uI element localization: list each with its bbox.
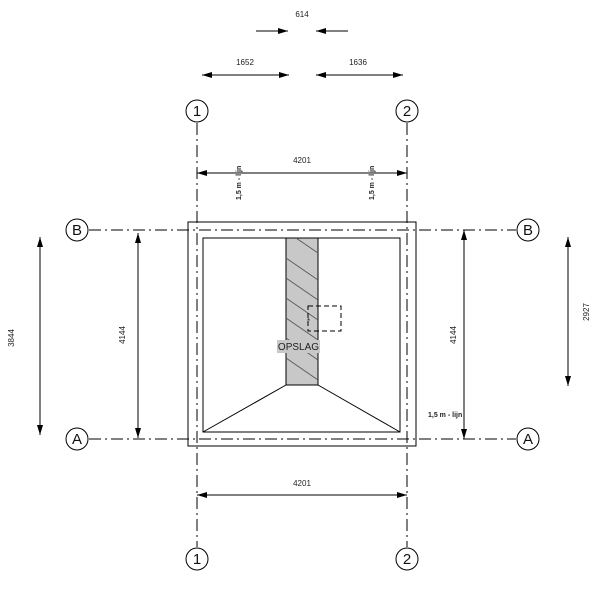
dim-right-inner: 4144 <box>449 230 467 439</box>
line-15m-label-right: 1,5 m - lijn <box>369 166 376 200</box>
line-15m-label-side: 1,5 m - lijn <box>428 412 462 419</box>
storage-label-bg <box>277 340 320 353</box>
svg-text:1652: 1652 <box>236 58 254 67</box>
svg-text:3844: 3844 <box>7 329 16 347</box>
svg-text:B: B <box>523 222 533 239</box>
svg-text:A: A <box>523 431 533 448</box>
svg-text:4144: 4144 <box>118 326 127 344</box>
svg-text:4201: 4201 <box>293 479 311 488</box>
svg-text:2: 2 <box>403 103 411 120</box>
storage-label: OPSLAG <box>278 342 319 353</box>
svg-text:B: B <box>72 222 82 239</box>
grid-bubble-1-bottom: 1 <box>185 547 209 571</box>
dim-top-left: 1652 <box>202 58 289 78</box>
grid-bubble-A-right: A <box>516 427 540 451</box>
dim-left-inner: 4144 <box>118 233 141 438</box>
grid-bubble-B-right: B <box>516 218 540 242</box>
svg-text:2: 2 <box>403 551 411 568</box>
line-15m-label-left: 1,5 m - lijn <box>236 166 243 200</box>
dashed-box <box>307 305 342 332</box>
svg-text:1636: 1636 <box>349 58 367 67</box>
svg-text:4201: 4201 <box>293 156 311 165</box>
dim-right-outer: 2927 <box>565 237 591 386</box>
grid-bubble-1-top: 1 <box>185 99 209 123</box>
outer-wall <box>187 221 417 447</box>
dim-width-top: 4201 <box>197 156 407 176</box>
dim-top-right: 1636 <box>316 58 403 78</box>
svg-text:1: 1 <box>193 103 201 120</box>
grid-bubble-B-left: B <box>65 218 89 242</box>
svg-text:A: A <box>72 431 82 448</box>
roof-lines <box>202 384 401 433</box>
dim-left-outer: 3844 <box>7 237 43 435</box>
marker-asterisk: * <box>307 317 310 326</box>
dim-width-bottom: 4201 <box>197 479 407 498</box>
grid-bubble-2-bottom: 2 <box>395 547 419 571</box>
storage-strip <box>285 237 319 386</box>
grid-bubble-2-top: 2 <box>395 99 419 123</box>
svg-text:614: 614 <box>295 10 309 19</box>
svg-text:1: 1 <box>193 551 201 568</box>
grid-bubble-A-left: A <box>65 427 89 451</box>
svg-text:4144: 4144 <box>449 326 458 344</box>
dim-top-gap: 614 <box>256 10 348 34</box>
svg-text:2927: 2927 <box>582 303 591 321</box>
grid-axes <box>89 123 516 547</box>
